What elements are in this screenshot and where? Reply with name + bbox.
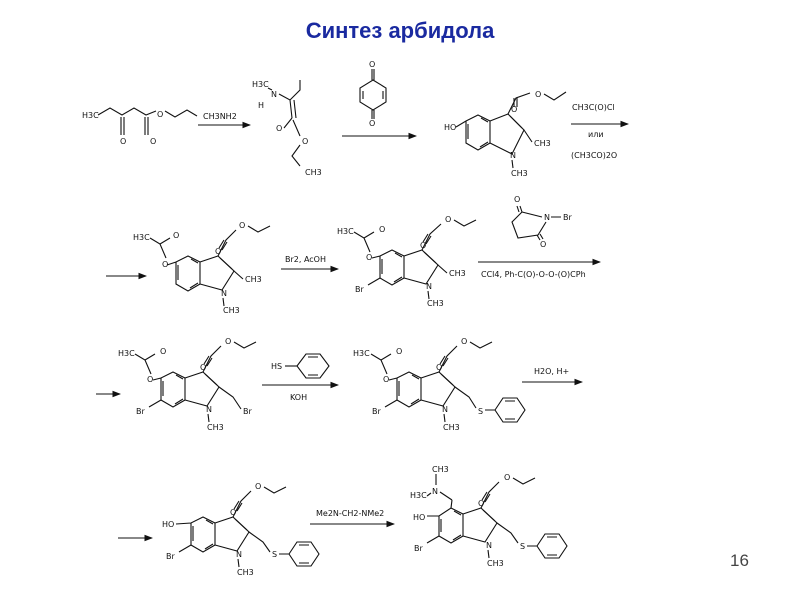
reagent-label: или bbox=[588, 130, 604, 139]
ethyl-acetoacetate: H3C O O O bbox=[82, 107, 198, 146]
atom-label: O bbox=[383, 375, 389, 384]
atom-label: H3C bbox=[252, 80, 269, 89]
enamine-intermediate: H3C N H O O CH3 bbox=[252, 80, 322, 177]
atom-label: O bbox=[162, 260, 168, 269]
atom-label: N bbox=[486, 541, 492, 550]
atom-label: N bbox=[442, 405, 448, 414]
atom-label: O bbox=[147, 375, 153, 384]
nbs-reagent: O N Br O bbox=[511, 195, 572, 249]
hydroxy-phenylthio-indole: HO Br O O N S CH3 bbox=[162, 482, 320, 577]
page-number: 16 bbox=[730, 551, 749, 570]
phenylthio-acetoxyindole: H3C O O Br O O N S CH3 bbox=[353, 337, 526, 432]
reagent-label: KOH bbox=[290, 393, 307, 402]
atom-label: S bbox=[520, 542, 525, 551]
atom-label: O bbox=[173, 231, 179, 240]
reagent-label: CH3NH2 bbox=[203, 112, 237, 121]
atom-label: CH3 bbox=[487, 559, 504, 568]
atom-label: O bbox=[239, 221, 245, 230]
atom-label: S bbox=[272, 550, 277, 559]
atom-label: O bbox=[225, 337, 231, 346]
atom-label: HO bbox=[162, 520, 174, 529]
atom-label: N bbox=[221, 289, 227, 298]
atom-label: O bbox=[540, 240, 546, 249]
atom-label: O bbox=[396, 347, 402, 356]
atom-label: O bbox=[511, 105, 517, 114]
atom-label: N bbox=[236, 550, 242, 559]
atom-label: O bbox=[120, 137, 126, 146]
atom-label: Br bbox=[563, 213, 572, 222]
reagent-label: (CH3CO)2O bbox=[571, 151, 617, 160]
page-title: Синтез арбидола bbox=[305, 18, 495, 43]
acetoxyindole-ester: H3C O O O O N CH3 CH3 bbox=[133, 221, 271, 315]
atom-label: N bbox=[544, 213, 550, 222]
bromomethyl-indole: H3C O O Br O O N Br CH3 bbox=[118, 337, 257, 432]
atom-label: H bbox=[258, 101, 264, 110]
reagent-label: Me2N-CH2-NMe2 bbox=[316, 509, 384, 518]
atom-label: Br bbox=[136, 407, 145, 416]
atom-label: CH3 bbox=[305, 168, 322, 177]
atom-label: CH3 bbox=[207, 423, 224, 432]
reagent-label: Br2, AcOH bbox=[285, 255, 326, 264]
atom-label: O bbox=[255, 482, 261, 491]
atom-label: HO bbox=[413, 513, 425, 522]
atom-label: O bbox=[215, 247, 221, 256]
atom-label: CH3 bbox=[237, 568, 254, 577]
atom-label: CH3 bbox=[449, 269, 466, 278]
atom-label: O bbox=[504, 473, 510, 482]
thiophenol-reagent: HS bbox=[271, 353, 330, 379]
atom-label: N bbox=[510, 151, 516, 160]
atom-label: O bbox=[230, 508, 236, 517]
atom-label: O bbox=[420, 241, 426, 250]
atom-label: CH3 bbox=[223, 306, 240, 315]
atom-label: N bbox=[271, 90, 277, 99]
reagent-label: CH3C(O)Cl bbox=[572, 103, 615, 112]
atom-label: Br bbox=[166, 552, 175, 561]
atom-label: O bbox=[369, 60, 375, 69]
atom-label: O bbox=[200, 363, 206, 372]
atom-label: N bbox=[432, 487, 438, 496]
atom-label: H3C bbox=[82, 111, 99, 120]
atom-label: O bbox=[302, 137, 308, 146]
atom-label: O bbox=[366, 253, 372, 262]
atom-label: O bbox=[478, 499, 484, 508]
atom-label: Br bbox=[243, 407, 252, 416]
atom-label: O bbox=[150, 137, 156, 146]
atom-label: H3C bbox=[118, 349, 135, 358]
bromo-acetoxyindole: H3C O O Br O O N CH3 CH3 bbox=[337, 215, 477, 308]
reagent-label: CCl4, Ph-C(O)-O-O-(O)CPh bbox=[481, 270, 586, 279]
atom-label: Br bbox=[372, 407, 381, 416]
atom-label: H3C bbox=[353, 349, 370, 358]
atom-label: CH3 bbox=[432, 465, 449, 474]
atom-label: CH3 bbox=[427, 299, 444, 308]
atom-label: O bbox=[369, 119, 375, 128]
atom-label: N bbox=[426, 282, 432, 291]
atom-label: O bbox=[461, 337, 467, 346]
atom-label: HS bbox=[271, 362, 282, 371]
atom-label: H3C bbox=[410, 491, 427, 500]
atom-label: Br bbox=[414, 544, 423, 553]
atom-label: O bbox=[276, 124, 282, 133]
atom-label: O bbox=[379, 225, 385, 234]
hydroxyindole-ester: HO O O N CH3 CH3 bbox=[444, 90, 567, 178]
atom-label: O bbox=[160, 347, 166, 356]
atom-label: HO bbox=[444, 123, 456, 132]
atom-label: CH3 bbox=[511, 169, 528, 178]
atom-label: O bbox=[157, 110, 163, 119]
atom-label: O bbox=[514, 195, 520, 204]
atom-label: H3C bbox=[337, 227, 354, 236]
atom-label: O bbox=[436, 363, 442, 372]
reagent-label: H2O, H+ bbox=[534, 367, 569, 376]
atom-label: CH3 bbox=[534, 139, 551, 148]
arbidol-product: CH3 H3C N HO Br O O N S CH3 bbox=[410, 465, 568, 568]
atom-label: H3C bbox=[133, 233, 150, 242]
atom-label: CH3 bbox=[245, 275, 262, 284]
atom-label: O bbox=[535, 90, 541, 99]
atom-label: N bbox=[206, 405, 212, 414]
atom-label: O bbox=[445, 215, 451, 224]
atom-label: Br bbox=[355, 285, 364, 294]
atom-label: S bbox=[478, 407, 483, 416]
atom-label: CH3 bbox=[443, 423, 460, 432]
benzoquinone-reagent: O O bbox=[359, 60, 387, 128]
